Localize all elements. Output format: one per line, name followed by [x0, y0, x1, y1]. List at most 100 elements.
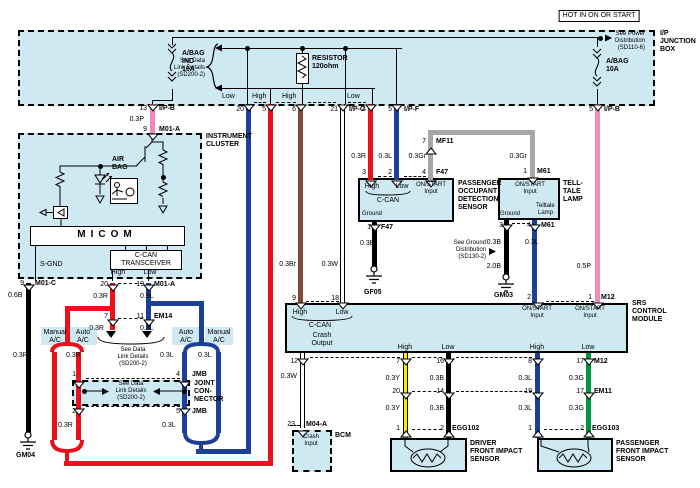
label-em11: EM11 — [594, 388, 612, 395]
label-passenger: PASSENGER — [616, 440, 660, 447]
label-jmb: JMB — [192, 371, 207, 378]
pin-chevron-icon — [142, 314, 156, 332]
manual-ac-left-highlight — [41, 327, 69, 345]
junction-dot — [81, 388, 87, 394]
label-manual: Manual — [43, 329, 67, 336]
connector-dash — [546, 301, 594, 302]
pin-chevron-icon — [364, 175, 378, 193]
label-m01-a: M01-A — [154, 281, 176, 288]
label-distribution: Distribution — [614, 38, 645, 44]
label-0-3l: 0.3L — [160, 352, 174, 359]
label-16: 16 — [436, 358, 444, 365]
label-sd130-2: (SD130-2) — [458, 254, 486, 260]
thin-line — [238, 48, 402, 49]
label-instrument: INSTRUMENT — [206, 133, 252, 140]
connector-dash — [254, 102, 266, 103]
label-14: 14 — [436, 388, 444, 395]
label-a-c: A/C — [180, 337, 192, 344]
thin-line — [222, 88, 230, 89]
label-on-start: ON/START — [522, 306, 552, 312]
thin-line — [222, 48, 238, 49]
thin-line — [167, 246, 168, 250]
label-12: 12 — [290, 358, 298, 365]
thin-line — [396, 48, 397, 104]
label-ground: Ground — [500, 211, 521, 217]
label-4: 4 — [422, 169, 426, 176]
label-auto: Auto — [178, 329, 194, 336]
wire-ac-low-elbow-v — [199, 301, 204, 344]
label-high: High — [110, 269, 126, 276]
label-crash: Crash — [302, 434, 320, 440]
wire-manual-ac-high — [52, 352, 57, 440]
pin-chevron-icon — [582, 425, 596, 443]
label-0-3l: 0.3L — [198, 352, 212, 359]
label-low: Low — [347, 93, 360, 100]
thin-line — [146, 246, 147, 250]
label-0-3b: 0.3B — [360, 240, 375, 247]
label-input: Input — [530, 313, 544, 319]
label-120ohm: 120ohm — [312, 63, 339, 70]
label-0-3r: 0.3R — [13, 352, 28, 359]
wire-airbag-ind-feed-0.3P — [150, 104, 155, 134]
label-on-start: ON/START — [515, 182, 545, 188]
pin-chevron-icon — [399, 425, 413, 443]
label-lamp: LAMP — [563, 196, 583, 203]
wire-c-can-low-bus-bottom — [196, 449, 251, 454]
label-0-3y: 0.3Y — [385, 405, 400, 412]
connector-dash — [456, 391, 532, 392]
thin-line — [372, 88, 373, 104]
label-sensor: SENSOR — [458, 204, 488, 211]
wire-on-start-0.3Gr-left — [428, 130, 433, 180]
bcm-box — [292, 430, 332, 472]
label-m12: M12 — [594, 358, 608, 365]
junction-dot — [244, 45, 250, 51]
srs-control-module-box — [285, 303, 628, 353]
label-low: Low — [143, 269, 157, 276]
thin-line — [247, 48, 248, 104]
pin-chevron-icon — [591, 297, 605, 315]
thin-line — [148, 270, 149, 281]
label-2-0b: 2.0B — [486, 263, 501, 270]
pin-chevron-icon — [146, 128, 160, 146]
connector-dash — [86, 406, 180, 407]
label-occupant: OCCUPANT — [458, 188, 498, 195]
label-1: 1 — [528, 425, 532, 432]
wire-c-can-high-bus-bottom — [64, 461, 273, 466]
label-module: MODULE — [632, 316, 663, 323]
thin-line — [125, 246, 126, 250]
label-0-3r: 0.3R — [58, 422, 73, 429]
label-high: High — [282, 93, 297, 100]
label-11: 11 — [136, 313, 144, 320]
label-a-bag: A/BAG — [182, 50, 205, 57]
pin-chevron-icon — [390, 175, 404, 193]
connector-dash — [456, 357, 532, 358]
label-0-5p: 0.5P — [576, 263, 591, 270]
label-0-6b: 0.6B — [8, 292, 23, 299]
amplifier-box — [53, 206, 68, 219]
label-ground: Ground — [362, 211, 383, 217]
label-detection: DETECTION — [458, 196, 499, 203]
label-low: Low — [335, 309, 349, 316]
label-0-3w: 0.3W — [280, 373, 297, 380]
pin-chevron-icon — [294, 99, 308, 117]
connector-dash — [306, 301, 339, 302]
connector-dash — [290, 425, 300, 426]
pin-chevron-icon — [264, 99, 278, 117]
label-9: 9 — [143, 126, 147, 133]
pin-chevron-icon — [531, 387, 545, 405]
label-20: 20 — [100, 281, 108, 288]
pin-chevron-icon — [424, 142, 438, 160]
label-17: 17 — [576, 358, 584, 365]
manual-ac-right-highlight — [205, 327, 233, 345]
micom-block — [30, 226, 185, 246]
label-sd200-2: (SD200-2) — [117, 395, 145, 401]
label-driver: DRIVER — [470, 440, 497, 447]
label-hot-in-on-or-start: HOT IN ON OR START — [558, 10, 640, 22]
pin-chevron-icon — [591, 99, 605, 117]
label-input: Input — [424, 189, 438, 195]
wire-sensor-ground-0.3B — [372, 222, 377, 268]
label-5: 5 — [388, 106, 392, 113]
pin-chevron-icon — [582, 353, 596, 371]
label-5: 5 — [589, 106, 593, 113]
connector-dash — [118, 283, 143, 284]
